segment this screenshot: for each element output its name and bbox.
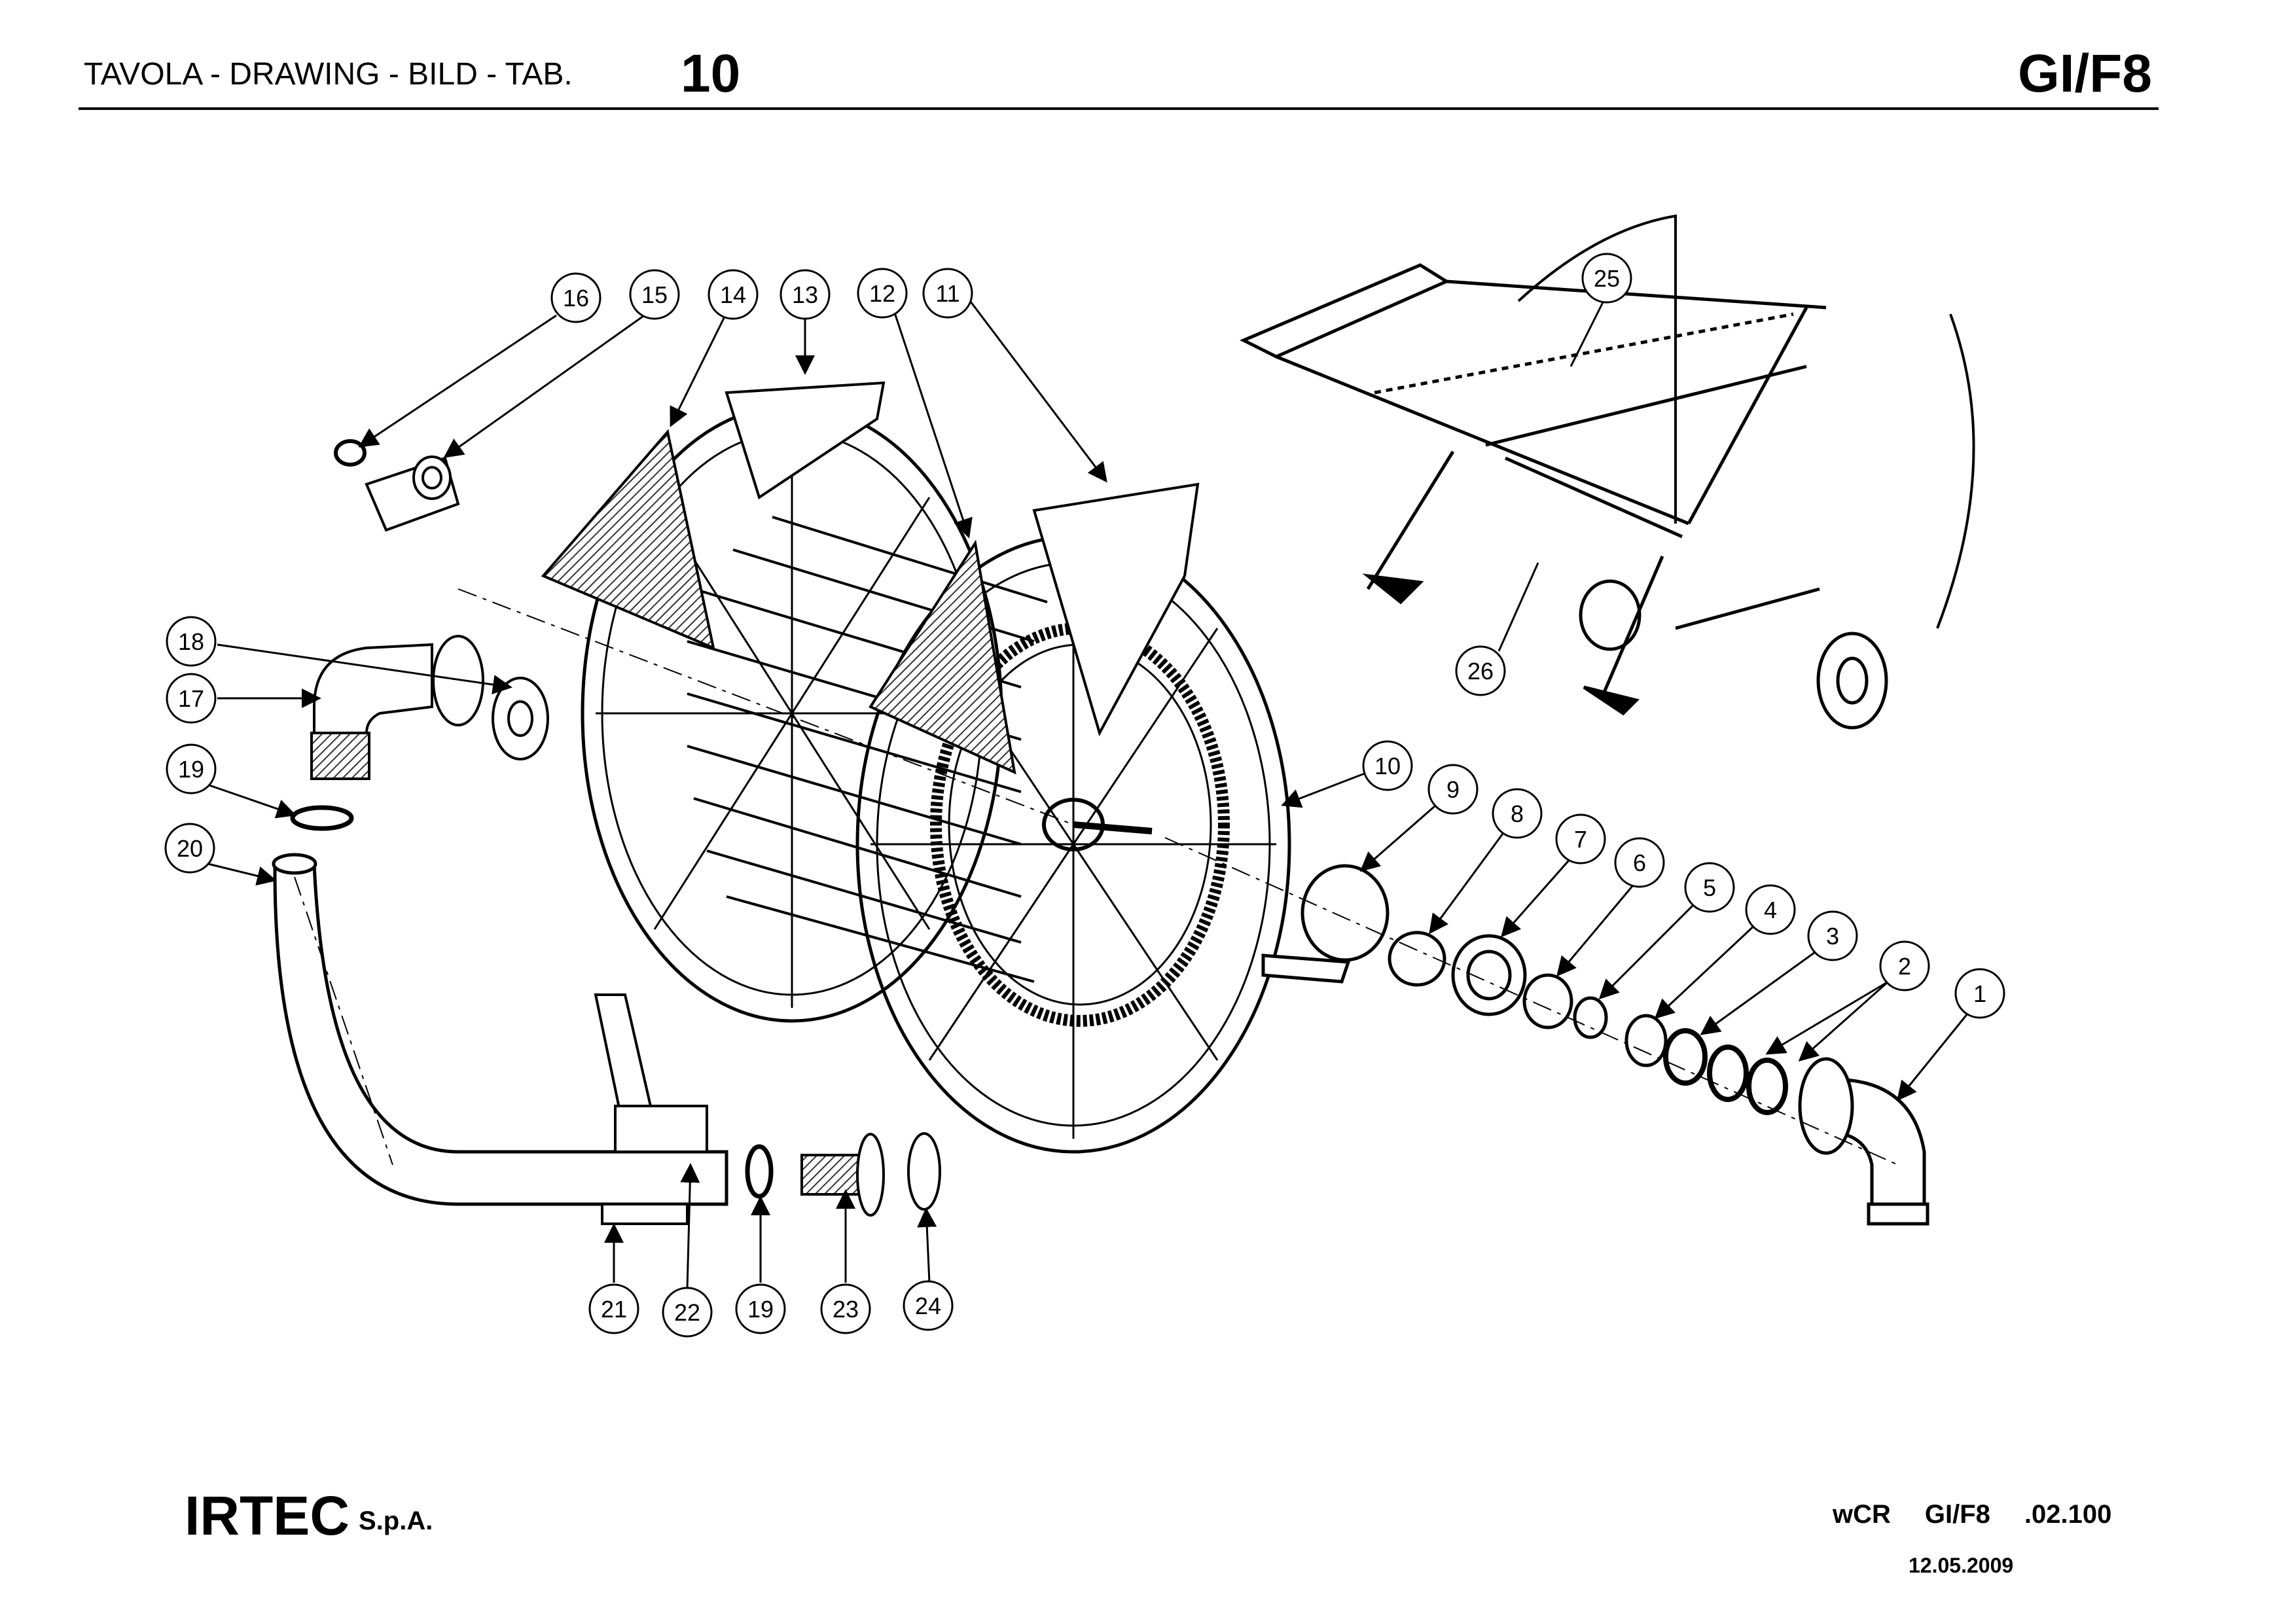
header-rule (79, 107, 2159, 110)
hose-clamp-19-upper (290, 805, 354, 831)
callout-label-13: 13 (792, 281, 818, 308)
callout-label-21: 21 (601, 1296, 627, 1323)
callout-label-22: 22 (674, 1299, 700, 1326)
callout-label-15: 15 (641, 281, 668, 308)
o-ring-8 (1388, 931, 1446, 987)
ring-5 (1573, 996, 1608, 1039)
callout-15: 15 (629, 269, 680, 320)
document-date: 12.05.2009 (1909, 1554, 2014, 1577)
callout-label-7: 7 (1574, 826, 1587, 853)
reel-axle (1073, 821, 1153, 834)
sector-plate-11 (1032, 482, 1200, 737)
callout-5: 5 (1684, 862, 1735, 913)
bearing-support-15 (365, 455, 460, 532)
doc-model: GI/F8 (1924, 1500, 1990, 1529)
sector-plate-13 (725, 381, 886, 500)
flange-18 (432, 635, 549, 760)
callout-label-1: 1 (1973, 980, 1986, 1007)
callout-23: 23 (820, 1283, 871, 1334)
callout-label-26: 26 (1467, 658, 1494, 685)
o-ring-2b (1746, 1058, 1788, 1115)
hose-guide-sectors (541, 381, 1200, 775)
callout-label-19-lower: 19 (747, 1296, 774, 1323)
gasket-24 (907, 1132, 941, 1211)
base-plate-21 (601, 1203, 689, 1225)
callout-label-9: 9 (1446, 776, 1460, 803)
callout-11: 11 (922, 268, 973, 319)
sleeve-4 (1624, 1014, 1668, 1067)
callout-3: 3 (1807, 910, 1858, 961)
callout-label-11: 11 (935, 280, 960, 307)
trolley-frame-25-26 (1240, 214, 1975, 730)
callout-25: 25 (1581, 253, 1632, 304)
callout-label-23: 23 (833, 1296, 859, 1323)
callout-label-2: 2 (1898, 953, 1911, 980)
callout-26: 26 (1455, 645, 1506, 696)
callout-label-10: 10 (1374, 753, 1401, 779)
callout-6: 6 (1614, 837, 1665, 888)
callout-20: 20 (164, 823, 215, 874)
hose-clamp-19-lower (745, 1144, 774, 1199)
swivel-joint-parts (1261, 864, 1929, 1226)
callout-12: 12 (857, 268, 908, 319)
callout-bubbles: 1 2 3 4 5 6 7 8 9 10 11 12 13 14 15 16 1… (164, 253, 2005, 1338)
document-code: wCR GI/F8 .02.100 (1833, 1500, 2145, 1529)
callout-13: 13 (780, 269, 831, 320)
callout-7: 7 (1555, 813, 1606, 865)
callout-4: 4 (1745, 884, 1796, 935)
callout-18: 18 (166, 616, 217, 667)
callout-label-17: 17 (178, 685, 204, 712)
callout-19-upper: 19 (166, 743, 217, 794)
callout-label-24: 24 (915, 1293, 941, 1319)
callout-label-8: 8 (1511, 800, 1524, 827)
doc-number: .02.100 (2024, 1500, 2112, 1529)
callout-8: 8 (1492, 788, 1543, 839)
callout-16: 16 (550, 272, 601, 323)
callout-label-4: 4 (1764, 897, 1777, 923)
callout-label-18: 18 (178, 628, 204, 655)
callout-14: 14 (708, 269, 759, 320)
callout-24: 24 (903, 1280, 954, 1331)
bearing-housing-9 (1300, 864, 1390, 962)
callout-label-12: 12 (869, 280, 895, 307)
callout-22: 22 (662, 1287, 713, 1338)
snap-ring-16 (334, 439, 367, 467)
callout-label-3: 3 (1826, 923, 1839, 950)
callout-label-14: 14 (720, 281, 746, 308)
drawing-title: TAVOLA - DRAWING - BILD - TAB. (84, 57, 573, 92)
threaded-nipple-23 (800, 1133, 885, 1217)
callout-label-19-upper: 19 (178, 756, 204, 783)
frame-26 (1362, 573, 1424, 605)
trolley-wheel (1816, 632, 1888, 730)
sector-plate-14 (541, 429, 715, 651)
callout-10: 10 (1362, 740, 1413, 791)
callout-17: 17 (166, 673, 217, 724)
table-number: 10 (681, 44, 741, 103)
seal-6 (1522, 973, 1573, 1029)
callout-2: 2 (1879, 940, 1930, 991)
model-code: GI/F8 (2017, 44, 2152, 103)
callout-label-16: 16 (563, 285, 589, 312)
callout-1: 1 (1954, 968, 2005, 1019)
sector-plate-12 (869, 539, 1016, 775)
callout-label-25: 25 (1594, 265, 1620, 292)
callout-9: 9 (1427, 764, 1479, 815)
doc-prefix: wCR (1833, 1500, 1891, 1529)
company-suffix: S.p.A. (359, 1507, 433, 1535)
o-ring-2a (1707, 1044, 1749, 1102)
o-ring-3 (1663, 1028, 1708, 1086)
callout-label-6: 6 (1633, 849, 1646, 876)
callout-label-20: 20 (177, 835, 203, 862)
callout-19-lower: 19 (735, 1283, 786, 1334)
support-bracket-22 (594, 993, 708, 1153)
leader-lines (207, 298, 1975, 1290)
elbow-pipe-17 (310, 643, 433, 780)
callout-21: 21 (588, 1283, 639, 1334)
callout-label-5: 5 (1703, 874, 1716, 901)
frame-25 (1240, 263, 1450, 359)
company-name: IRTEC (185, 1485, 350, 1546)
